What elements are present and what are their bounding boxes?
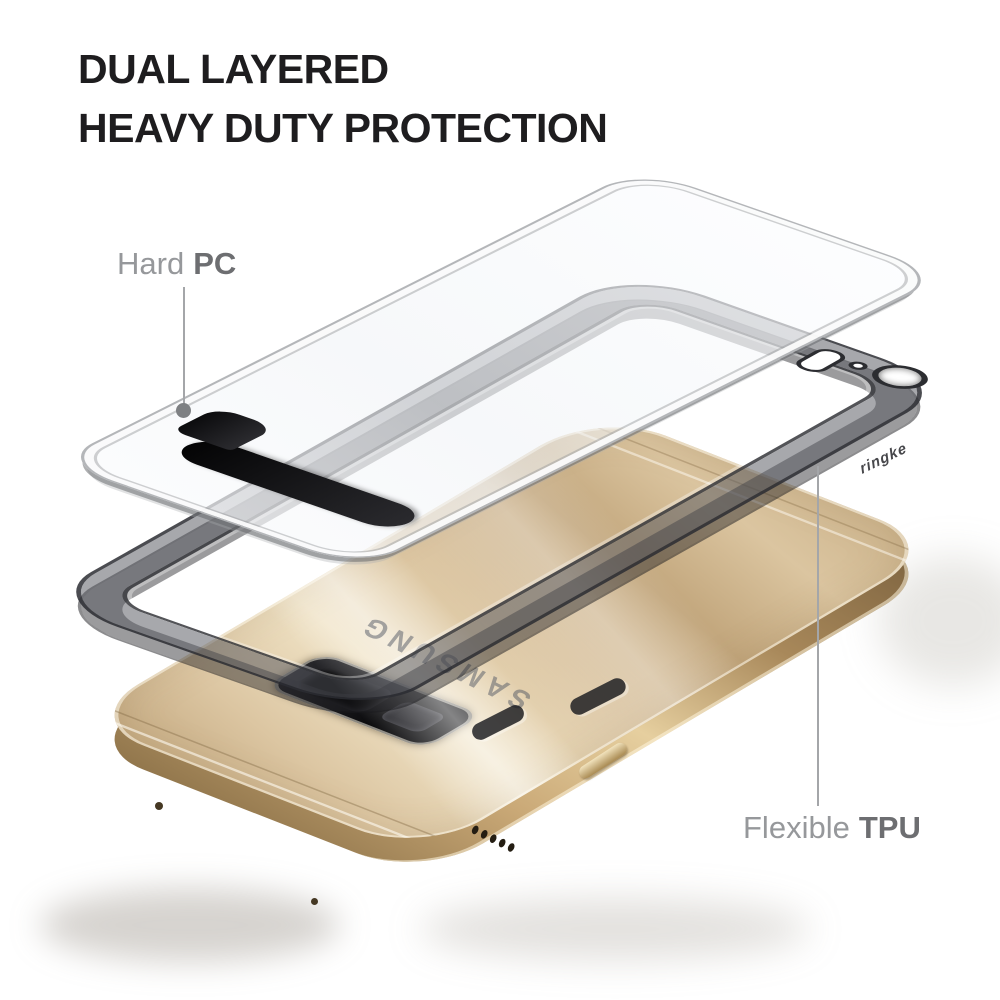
mic-hole [311, 898, 318, 905]
hard-pc-label-emphasis: PC [193, 246, 237, 281]
hard-pc-label-prefix: Hard [117, 246, 185, 281]
headline-line-1: DUAL LAYERED [78, 46, 389, 92]
mic-hole [155, 802, 163, 810]
flexible-tpu-leader-line [817, 466, 819, 806]
speaker-hole-dot [497, 837, 508, 848]
flexible-tpu-label-emphasis: TPU [858, 810, 921, 845]
headline: DUAL LAYERED HEAVY DUTY PROTECTION [78, 40, 608, 158]
speaker-hole-dot [506, 841, 517, 853]
speaker-hole-dot [479, 828, 490, 840]
flexible-tpu-label-prefix: Flexible [743, 810, 850, 845]
headline-line-2: HEAVY DUTY PROTECTION [78, 105, 608, 151]
phone-shadow-bottom [420, 898, 810, 960]
hard-pc-leader-dot [176, 403, 191, 418]
hard-pc-leader-line [183, 287, 185, 405]
phone-shadow-left [40, 888, 340, 962]
speaker-hole-dot [488, 832, 499, 844]
